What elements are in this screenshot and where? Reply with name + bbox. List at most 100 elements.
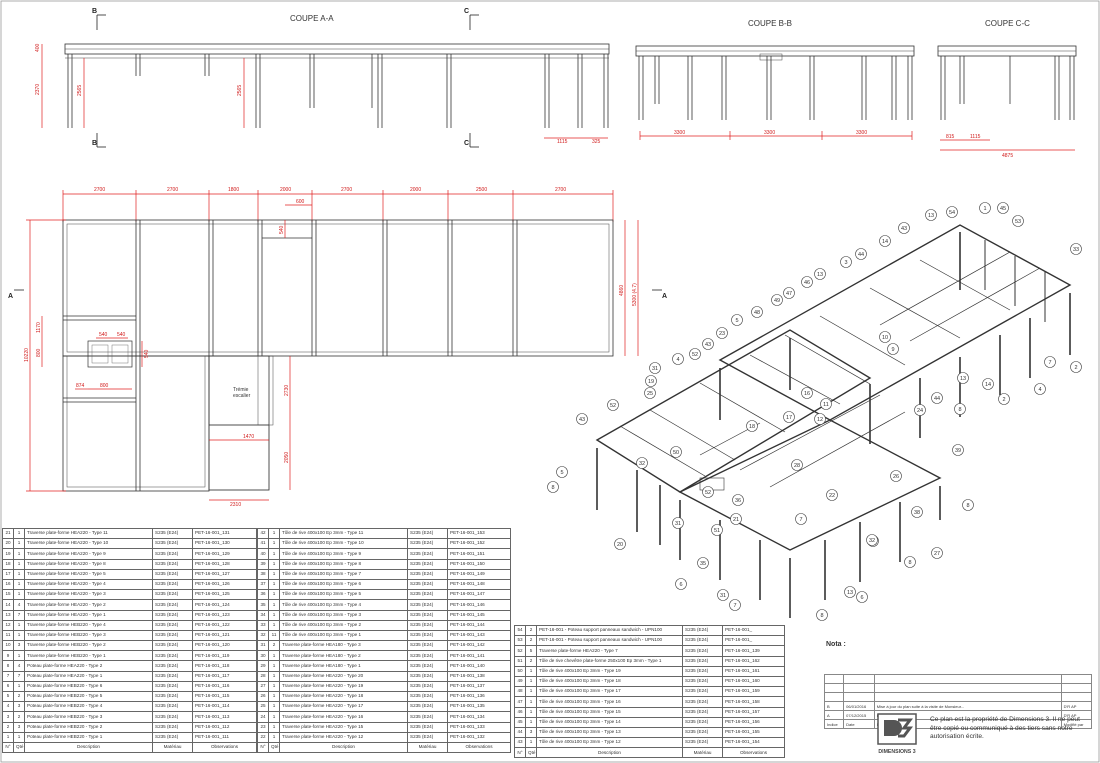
bom-observation: PET-16-001_140 bbox=[447, 660, 511, 672]
plan-dim-540b: 540 bbox=[99, 332, 108, 338]
plan-dim-10220: 10220 bbox=[24, 348, 30, 362]
callout-label: 14 bbox=[985, 382, 991, 388]
callout-bubble bbox=[946, 206, 958, 218]
revision-row-empty bbox=[823, 683, 1093, 693]
bom-qty: 1 bbox=[268, 548, 280, 560]
bom-description: Tôle de rive 400x100 Ep 3mm - Type 2 bbox=[279, 619, 408, 631]
callout-bubble bbox=[826, 489, 838, 501]
svg-text:B: B bbox=[92, 140, 97, 147]
bom-number: 16 bbox=[2, 578, 14, 591]
bom-number: 22 bbox=[257, 731, 269, 743]
bom-material: S235 (E24) bbox=[682, 726, 723, 739]
bom-observation: PET-16-001_150 bbox=[447, 558, 511, 570]
section-cc-title: COUPE C-C bbox=[985, 19, 1030, 28]
callout-bubble bbox=[649, 362, 661, 374]
bom-observation: PET-16-001_116 bbox=[192, 680, 257, 693]
bom-number: 35 bbox=[257, 599, 269, 611]
cut-marker-c: C C bbox=[464, 8, 479, 148]
callout-label: 9 bbox=[891, 347, 894, 353]
bom-observation: PET-16-001_120 bbox=[192, 640, 257, 652]
bom-qty: 1 bbox=[268, 731, 280, 743]
callout-label: 51 bbox=[714, 528, 720, 534]
bom-qty: 1 bbox=[268, 609, 280, 621]
bom-number: 36 bbox=[257, 589, 269, 601]
bom-observation: PET-16-001_132 bbox=[447, 731, 511, 743]
bom-number: 18 bbox=[2, 558, 14, 570]
callout-bubble bbox=[1044, 356, 1056, 368]
cut-marker-b: B B bbox=[92, 8, 106, 148]
bom-qty: 1 bbox=[268, 680, 280, 693]
bom-number: 29 bbox=[257, 660, 269, 672]
bom-number: 40 bbox=[257, 548, 269, 560]
bom-qty: 1 bbox=[525, 686, 537, 698]
callout-label: 8 bbox=[820, 613, 823, 619]
callout-label: 8 bbox=[551, 485, 554, 491]
callout-label: 16 bbox=[804, 391, 810, 397]
bom-description: Traverse plate-forme HEA220 - Type 1 bbox=[24, 609, 153, 621]
bom-qty: 1 bbox=[13, 680, 25, 693]
callout-bubble bbox=[702, 338, 714, 350]
bom-number: 5 bbox=[2, 690, 14, 703]
bom-number: 50 bbox=[514, 665, 526, 677]
bom-description: Traverse plate-forme HEA220 - Type 5 bbox=[24, 568, 153, 580]
bom-number: 10 bbox=[2, 640, 14, 652]
bom-material: S235 (E24) bbox=[407, 568, 448, 580]
callout-bubble bbox=[711, 524, 723, 536]
callout-label: 49 bbox=[774, 298, 780, 304]
svg-text:C: C bbox=[464, 140, 469, 147]
callout-bubble bbox=[962, 499, 974, 511]
bom-number: 42 bbox=[257, 527, 269, 540]
section-cc: COUPE C-C 815 1115 4875 bbox=[937, 19, 1077, 159]
bom-material: S235 (E24) bbox=[682, 675, 723, 688]
bom-observation: PET-16-001_137 bbox=[447, 680, 511, 693]
bom-material: S235 (E24) bbox=[407, 589, 448, 601]
callout-label: 12 bbox=[817, 417, 823, 423]
bom-description: Traverse plate-forme HEA220 - Type 17 bbox=[279, 701, 408, 713]
bom-number: 25 bbox=[257, 701, 269, 713]
svg-text:A: A bbox=[662, 293, 667, 300]
bom-observation: PET-16-001_131 bbox=[192, 527, 257, 540]
dim-aa-2565: 2565 bbox=[77, 85, 83, 96]
bom-qty: 2 bbox=[268, 640, 280, 652]
bom-material: S235 (E24) bbox=[152, 711, 193, 723]
plan-dim-top-7: 2700 bbox=[555, 187, 566, 193]
callout-bubble bbox=[675, 578, 687, 590]
bom-observation: PET-16-001_160 bbox=[722, 675, 785, 688]
callout-label: 10 bbox=[882, 335, 888, 341]
callout-bubble bbox=[717, 589, 729, 601]
bom-observation: PET-16-001_145 bbox=[447, 609, 511, 621]
callout-label: 46 bbox=[804, 280, 810, 286]
bom-description: Tôle de rive 400x100 Ep 3mm - Type 5 bbox=[279, 589, 408, 601]
callout-bubble bbox=[644, 387, 656, 399]
bom-number: 47 bbox=[514, 696, 526, 708]
bom-number: 19 bbox=[2, 548, 14, 560]
bom-material: S235 (E24) bbox=[407, 548, 448, 560]
plan-dim-top-5: 2000 bbox=[410, 187, 421, 193]
bom-number: 21 bbox=[2, 527, 14, 540]
bom-observation: PET-16-001_121 bbox=[192, 629, 257, 642]
callout-bubble bbox=[614, 538, 626, 550]
callout-label: 50 bbox=[673, 450, 679, 456]
bom-number: 48 bbox=[514, 686, 526, 698]
bom-number: 2 bbox=[2, 721, 14, 733]
bom-observation: PET-16-001_117 bbox=[192, 670, 257, 682]
bom-material: S235 (E24) bbox=[682, 645, 723, 657]
bom-number: 43 bbox=[514, 737, 526, 749]
bom-description: Traverse plate-forme HEA220 - Type 15 bbox=[279, 721, 408, 733]
bom-number: 49 bbox=[514, 675, 526, 688]
bom-qty: 1 bbox=[13, 650, 25, 662]
bom-observation: PET-16-001_136 bbox=[447, 690, 511, 703]
bom-observation: PET-16-001_162 bbox=[722, 655, 785, 667]
bom-qty: 5 bbox=[525, 645, 537, 657]
